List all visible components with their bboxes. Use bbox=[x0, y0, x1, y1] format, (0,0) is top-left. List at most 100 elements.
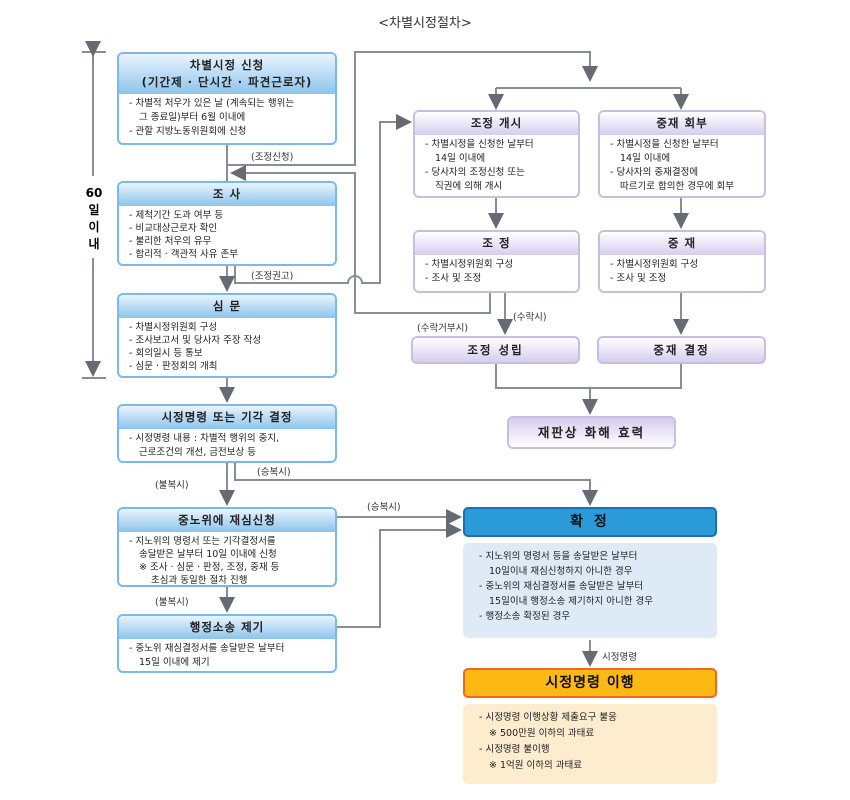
period-char: 일 bbox=[88, 203, 100, 217]
box-compliance: 시정명령 이행 bbox=[463, 668, 717, 698]
box-title: 심 문 bbox=[119, 295, 335, 318]
label-object-2: (불복시) bbox=[155, 597, 189, 608]
label-comply-1: (승복시) bbox=[257, 467, 291, 478]
box-lawsuit: 행정소송 제기 - 중노위 재심결정서를 송달받은 날부터 15일 이내에 제기 bbox=[117, 614, 337, 673]
line: 초심과 동일한 절차 진행 bbox=[151, 575, 248, 586]
line: 직권에 의해 개시 bbox=[435, 181, 503, 192]
label-object-1: (불복시) bbox=[155, 480, 189, 491]
box-arbitration: 중 재 - 차별시정위원회 구성 - 조사 및 조정 bbox=[598, 230, 766, 293]
compliance-details: - 시정명령 이행상황 제출요구 불응 ※ 500만원 이하의 과태료 - 시정… bbox=[463, 704, 717, 784]
line: 14일 이내에 bbox=[435, 153, 486, 164]
line: - 당사자의 조정신청 또는 bbox=[425, 167, 525, 178]
box-body: - 차별시정위원회 구성 - 조사 및 조정 bbox=[415, 255, 578, 288]
box-settlement: 재판상 화해 효력 bbox=[507, 416, 676, 449]
line: - 시정명령 불이행 bbox=[479, 744, 550, 755]
line: - 시정명령 내용 : 차별적 행위의 중지, bbox=[129, 433, 280, 444]
box-body: - 차별시정을 신청한 날부터 14일 이내에 - 당사자의 조정신청 또는 직… bbox=[415, 135, 578, 196]
box-title: 조 사 bbox=[119, 183, 335, 206]
label-reject: (수락거부시) bbox=[417, 323, 469, 334]
line: 10일이내 재심신청하지 아니한 경우 bbox=[489, 566, 633, 577]
box-arbitration-refer: 중재 회부 - 차별시정을 신청한 날부터 14일 이내에 - 당사자의 중재결… bbox=[598, 110, 766, 198]
final-details: - 지노위의 명령서 등을 송달받은 날부터 10일이내 재심신청하지 아니한 … bbox=[463, 543, 717, 638]
box-apply: 차별시정 신청 (기간제 · 단시간 · 파견근로자) - 차별적 처우가 있은… bbox=[117, 52, 337, 145]
box-title: 중노위에 재심신청 bbox=[119, 509, 335, 532]
box-mediation-done: 조정 성립 bbox=[411, 336, 580, 364]
box-investigate: 조 사 - 제척기간 도과 여부 등 - 비교대상근로자 확인 - 불리한 처우… bbox=[117, 181, 337, 266]
line: - 조사보고서 및 당사자 주장 작성 bbox=[129, 335, 262, 346]
period-char: 이 bbox=[88, 220, 100, 234]
box-header: 차별시정 신청 (기간제 · 단시간 · 파견근로자) bbox=[119, 54, 335, 94]
line: - 비교대상근로자 확인 bbox=[129, 223, 218, 234]
label-order: 시정명령 bbox=[602, 652, 637, 663]
box-arbitration-done: 중재 결정 bbox=[597, 336, 766, 364]
box-mediation-start: 조정 개시 - 차별시정을 신청한 날부터 14일 이내에 - 당사자의 조정신… bbox=[413, 110, 580, 198]
line: - 제척기간 도과 여부 등 bbox=[129, 210, 224, 221]
period-char: 내 bbox=[88, 237, 100, 251]
box-title: 차별시정 신청 bbox=[189, 58, 265, 72]
box-final: 확 정 bbox=[463, 507, 717, 537]
line: - 중노위 재심결정서를 송달받은 날부터 bbox=[129, 643, 285, 654]
line: - 당사자의 중재결정에 bbox=[610, 167, 699, 178]
edge-decision-final bbox=[234, 463, 598, 506]
line: ※ 500만원 이하의 과태료 bbox=[489, 728, 595, 739]
edge-mediation-request bbox=[227, 51, 598, 166]
line: ※ 1억원 이하의 과태료 bbox=[489, 760, 582, 771]
line: - 차별시정을 신청한 날부터 bbox=[425, 139, 534, 150]
box-body: - 차별시정위원회 구성 - 조사보고서 및 당사자 주장 작성 - 회의일시 … bbox=[119, 318, 335, 375]
edge-reject bbox=[230, 165, 491, 314]
edge-merge bbox=[495, 364, 682, 389]
edge-lawsuit-final bbox=[337, 522, 462, 628]
line: - 관할 지방노동위원회에 신청 bbox=[129, 126, 247, 137]
box-title: 행정소송 제기 bbox=[119, 616, 335, 639]
line: 근로조건의 개선, 금전보상 등 bbox=[139, 447, 256, 458]
box-title: 중재 회부 bbox=[600, 112, 764, 135]
box-subtitle: (기간제 · 단시간 · 파견근로자) bbox=[141, 75, 313, 89]
line: 따르기로 합의한 경우에 회부 bbox=[620, 181, 734, 192]
line: - 심문 · 판정회의 개최 bbox=[129, 361, 218, 372]
line: - 회의일시 등 통보 bbox=[129, 348, 203, 359]
label-mediation-recommend: (조정권고) bbox=[251, 271, 294, 282]
box-body: - 제척기간 도과 여부 등 - 비교대상근로자 확인 - 불리한 처우의 유무… bbox=[119, 206, 335, 263]
line: - 중노위의 재심결정서를 송달받은 날부터 bbox=[479, 581, 644, 592]
label-comply-2: (승복시) bbox=[367, 502, 401, 513]
line: - 합리적 · 객관적 사유 존부 bbox=[129, 249, 238, 260]
box-body: - 차별적 처우가 있은 날 (계속되는 행위는 그 종료일)부터 6월 이내에… bbox=[119, 94, 335, 141]
line: - 불리한 처우의 유무 bbox=[129, 236, 212, 247]
line: - 행정소송 확정된 경우 bbox=[479, 611, 571, 622]
line: 송달받은 날부터 10일 이내에 신청 bbox=[139, 549, 277, 560]
edge-mediation-recommend bbox=[234, 114, 412, 284]
diagram-title: <차별시정절차> bbox=[378, 16, 472, 31]
line: - 차별시정위원회 구성 bbox=[610, 259, 699, 270]
box-title: 시정명령 또는 기각 결정 bbox=[119, 406, 335, 429]
line: - 조사 및 조정 bbox=[425, 273, 482, 284]
line: - 차별시정위원회 구성 bbox=[425, 259, 514, 270]
box-review: 중노위에 재심신청 - 지노위의 명령서 또는 기각결정서를 송달받은 날부터 … bbox=[117, 507, 337, 587]
line: - 차별시정을 신청한 날부터 bbox=[610, 139, 719, 150]
line: 그 종료일)부터 6월 이내에 bbox=[139, 112, 246, 123]
box-body: - 중노위 재심결정서를 송달받은 날부터 15일 이내에 제기 bbox=[119, 639, 335, 671]
box-hearing: 심 문 - 차별시정위원회 구성 - 조사보고서 및 당사자 주장 작성 - 회… bbox=[117, 293, 337, 378]
line: 15일 이내에 제기 bbox=[139, 657, 210, 668]
box-body: - 차별시정을 신청한 날부터 14일 이내에 - 당사자의 중재결정에 따르기… bbox=[600, 135, 764, 196]
line: - 지노위의 명령서 또는 기각결정서를 bbox=[129, 536, 276, 547]
line: - 조사 및 조정 bbox=[610, 273, 667, 284]
period-num: 60 bbox=[85, 186, 103, 200]
line: - 지노위의 명령서 등을 송달받은 날부터 bbox=[479, 551, 638, 562]
line: 15일이내 행정소송 제기하지 아니한 경우 bbox=[489, 596, 654, 607]
period-label: 60 일 이 내 bbox=[84, 185, 104, 253]
line: - 차별시정위원회 구성 bbox=[129, 322, 218, 333]
box-decision: 시정명령 또는 기각 결정 - 시정명령 내용 : 차별적 행위의 중지, 근로… bbox=[117, 404, 337, 463]
line: ※ 조사 · 심문 · 판정, 조정, 중재 등 bbox=[139, 562, 280, 573]
label-mediation-request: (조정신청) bbox=[251, 152, 294, 163]
box-body: - 차별시정위원회 구성 - 조사 및 조정 bbox=[600, 255, 764, 288]
box-mediation: 조 정 - 차별시정위원회 구성 - 조사 및 조정 bbox=[413, 230, 580, 293]
box-body: - 시정명령 내용 : 차별적 행위의 중지, 근로조건의 개선, 금전보상 등 bbox=[119, 429, 335, 461]
line: - 시정명령 이행상황 제출요구 불응 bbox=[479, 712, 617, 723]
label-accept: (수락시) bbox=[513, 312, 547, 323]
line: 14일 이내에 bbox=[620, 153, 671, 164]
box-title: 조정 개시 bbox=[415, 112, 578, 135]
box-title: 조 정 bbox=[415, 232, 578, 255]
box-body: - 지노위의 명령서 또는 기각결정서를 송달받은 날부터 10일 이내에 신청… bbox=[119, 532, 335, 586]
